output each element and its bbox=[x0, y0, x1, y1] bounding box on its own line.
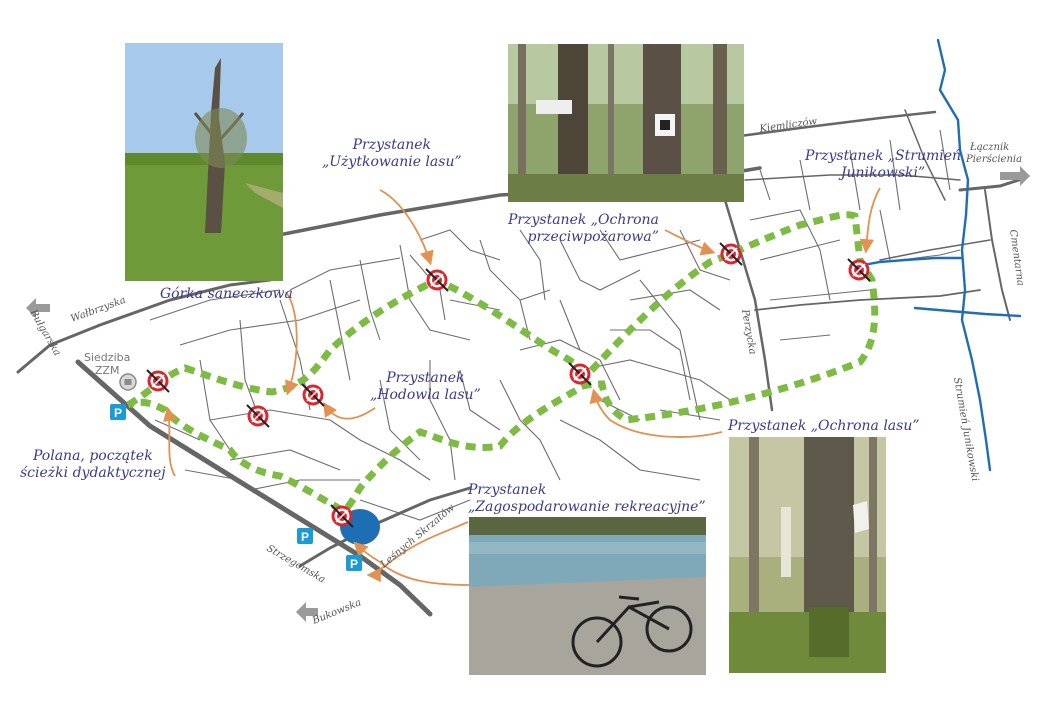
label-polana-line2: ścieżki dydaktycznej bbox=[20, 465, 166, 481]
label-uzytkowanie: Przystanek „Użytkowanie lasu” bbox=[322, 137, 462, 171]
svg-text:P: P bbox=[301, 530, 309, 544]
building-icon bbox=[119, 373, 137, 391]
label-hodowla-line2: „Hodowla lasu” bbox=[370, 387, 481, 403]
no-entry-stop-icon bbox=[425, 268, 449, 292]
stop-markers bbox=[146, 242, 871, 528]
no-entry-stop-icon bbox=[719, 242, 743, 266]
parking-icon: P bbox=[297, 528, 313, 544]
label-gorka: Górka saneczkowa bbox=[160, 286, 293, 302]
label-uzytkowanie-line1: Przystanek bbox=[352, 137, 431, 153]
svg-text:P: P bbox=[114, 406, 122, 420]
street-lacznik-2: Pierścienia bbox=[965, 154, 1022, 165]
street-lacznik: Łącznik bbox=[969, 142, 1009, 153]
street-walbrzyska: Wałbrzyska bbox=[69, 295, 127, 325]
label-zagosp-line2: „Zagospodarowanie rekreacyjne” bbox=[468, 499, 706, 515]
label-uzytkowanie-line2: „Użytkowanie lasu” bbox=[322, 154, 462, 170]
label-strumien-line1: Przystanek „Strumień bbox=[805, 148, 962, 164]
label-ochrona-ppoz-line2: przeciwpożarowa” bbox=[527, 229, 659, 245]
svg-text:P: P bbox=[350, 557, 358, 571]
street-network bbox=[149, 129, 961, 521]
photo-pond-bike bbox=[469, 517, 706, 675]
street-cmentarna: Cmentarna bbox=[1007, 229, 1026, 287]
label-hodowla-line1: Przystanek bbox=[386, 370, 465, 386]
label-polana: Polana, początek ścieżki dydaktycznej bbox=[20, 448, 166, 482]
street-lesnych-skrzatow: Leśnych Skrzatów bbox=[378, 502, 457, 571]
direction-arrow-icon bbox=[26, 166, 1030, 622]
label-zagosp: Przystanek „Zagospodarowanie rekreacyjne… bbox=[468, 482, 706, 516]
label-ochrona-lasu: Przystanek „Ochrona lasu” bbox=[728, 418, 920, 434]
no-entry-stop-icon bbox=[246, 404, 270, 428]
street-strzegomska: Strzegomska bbox=[265, 543, 328, 585]
no-entry-stop-icon bbox=[146, 369, 170, 393]
street-bukowska: Bukowska bbox=[310, 597, 363, 627]
stream-junikowski bbox=[856, 38, 1022, 472]
label-pointers bbox=[163, 187, 881, 586]
no-entry-stop-icon bbox=[568, 362, 592, 386]
parking-icon: P bbox=[110, 404, 126, 420]
label-zagosp-line1: Przystanek bbox=[468, 482, 547, 498]
parking-icon: P bbox=[346, 555, 362, 571]
label-hodowla: Przystanek „Hodowla lasu” bbox=[370, 370, 481, 404]
label-siedziba-line1: Siedziba bbox=[84, 351, 131, 364]
photo-gorka-tree bbox=[125, 43, 283, 281]
label-strumien: Przystanek „Strumień Junikowski” bbox=[805, 148, 961, 182]
no-entry-stop-icon bbox=[301, 383, 325, 407]
street-perzycka: Perzycka bbox=[739, 308, 758, 356]
label-siedziba-line2: ZZM bbox=[94, 364, 120, 377]
label-siedziba: Siedziba ZZM bbox=[84, 351, 130, 377]
no-entry-stop-icon bbox=[330, 504, 354, 528]
photo-forest-signs bbox=[508, 44, 744, 202]
label-ochrona-ppoz-line1: Przystanek „Ochrona bbox=[508, 212, 659, 228]
street-strumien-junikowski: Strumień Junikowski bbox=[951, 377, 980, 483]
label-ochrona-ppoz: Przystanek „Ochrona przeciwpożarowa” bbox=[508, 212, 659, 246]
label-strumien-line2: Junikowski” bbox=[840, 165, 926, 181]
street-kiemliczow: Kiemliczów bbox=[758, 116, 818, 135]
label-polana-line1: Polana, początek bbox=[32, 448, 153, 464]
no-entry-stop-icon bbox=[847, 258, 871, 282]
photo-forest-trunk bbox=[729, 437, 886, 673]
